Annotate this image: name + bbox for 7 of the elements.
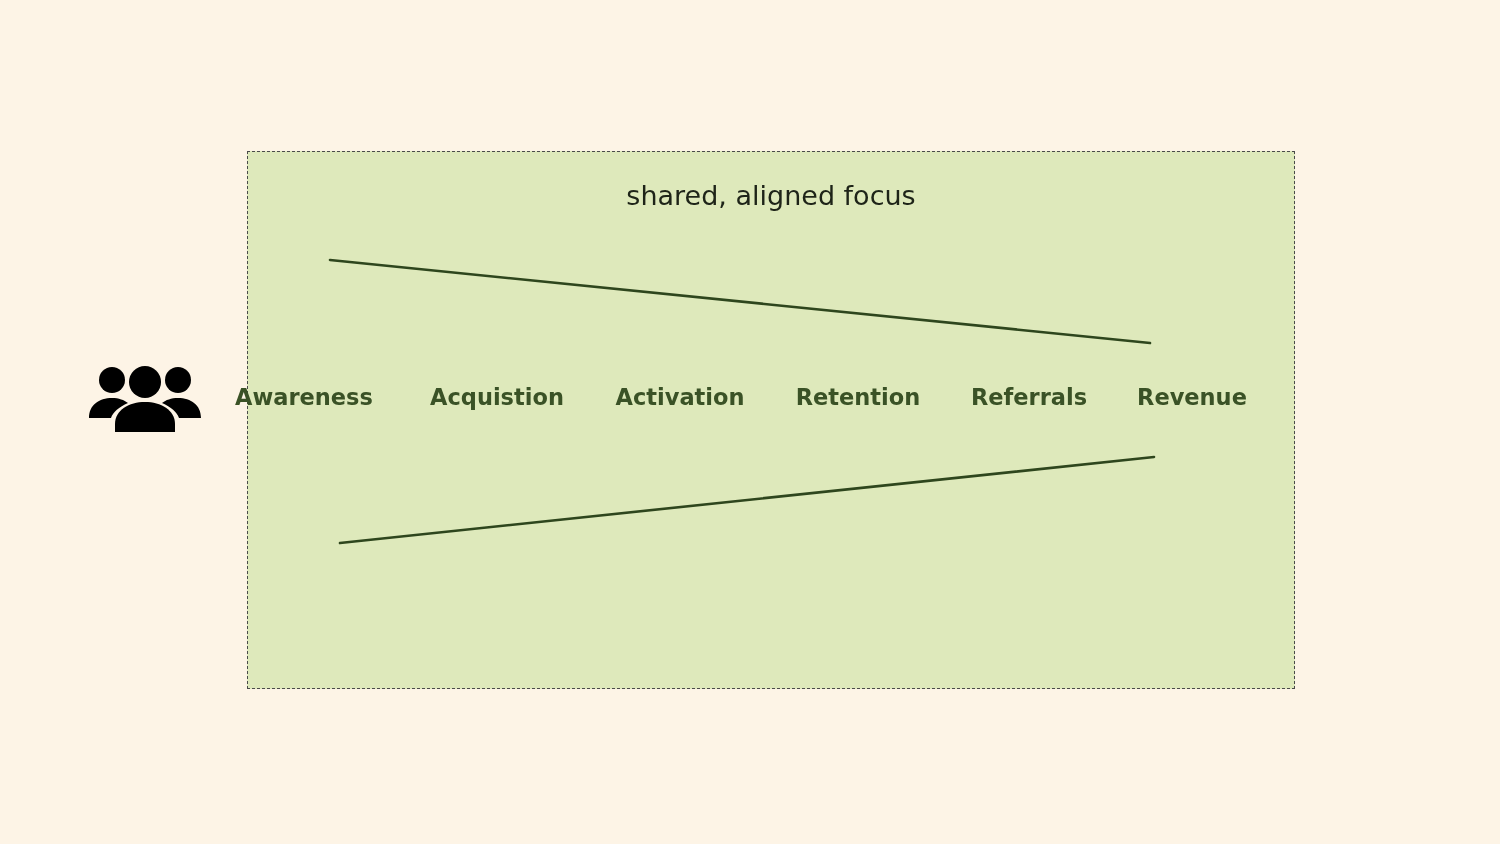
- stage-label: Revenue: [1137, 384, 1247, 410]
- area-heading: shared, aligned focus: [626, 180, 916, 211]
- stage-label: Retention: [795, 384, 921, 410]
- stage-label: Referrals: [970, 384, 1088, 410]
- stage-label: Activation: [615, 384, 745, 410]
- stage-label: Awareness: [235, 384, 373, 410]
- stage-label: Acquistion: [430, 384, 564, 410]
